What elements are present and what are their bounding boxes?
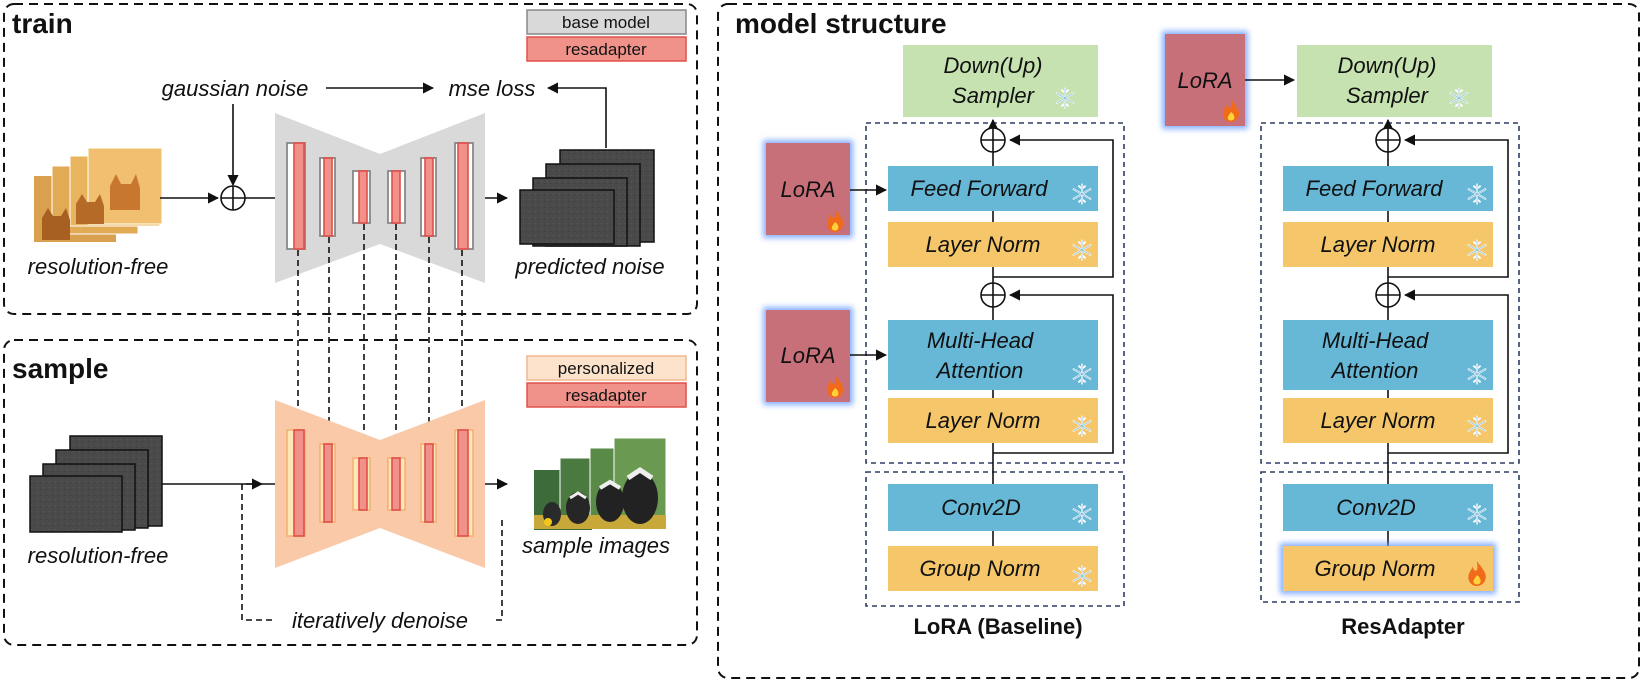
legend-base-swatch bbox=[526, 9, 687, 35]
train-title: train bbox=[12, 8, 73, 39]
layer-norm-block-4 bbox=[1283, 398, 1493, 443]
sample-input-label: resolution-free bbox=[28, 543, 169, 568]
train-panel: train base model resadapter gaussian noi… bbox=[3, 3, 698, 315]
layer-norm-label-4: Layer Norm bbox=[1321, 408, 1436, 433]
attention-block-2 bbox=[1283, 320, 1493, 390]
mse-loss-label: mse loss bbox=[449, 76, 536, 101]
unet-sample bbox=[275, 400, 485, 568]
legend-adapter-label: resadapter bbox=[565, 40, 647, 59]
lora-label-3: LoRA bbox=[1177, 68, 1232, 93]
attention-line1: Multi-Head bbox=[927, 328, 1034, 353]
down-sampler-2-line2: Sampler bbox=[1346, 83, 1430, 108]
conv2d-block bbox=[888, 484, 1098, 531]
group-norm-block-2 bbox=[1283, 546, 1493, 591]
structure-title: model structure bbox=[735, 8, 947, 39]
legend-base-label: base model bbox=[562, 13, 650, 32]
sample-output-label: sample images bbox=[522, 533, 670, 558]
plus-circle-icon bbox=[1375, 127, 1401, 153]
badger-image bbox=[534, 437, 667, 530]
attention-block bbox=[888, 320, 1098, 390]
layer-norm-block-3 bbox=[1283, 222, 1493, 267]
layer-norm-label-3: Layer Norm bbox=[1321, 232, 1436, 257]
group-norm-label-2: Group Norm bbox=[1314, 556, 1435, 581]
legend-adapter-swatch bbox=[526, 36, 687, 62]
gaussian-noise-label: gaussian noise bbox=[162, 76, 309, 101]
input-noise-stack bbox=[29, 435, 163, 533]
down-sampler-2-line1: Down(Up) bbox=[1337, 53, 1436, 78]
legend-personalized-label: personalized bbox=[558, 359, 654, 378]
down-sampler-line2: Sampler bbox=[952, 83, 1036, 108]
iterative-denoise-label: iteratively denoise bbox=[292, 608, 468, 633]
layer-norm-block bbox=[888, 222, 1098, 267]
feed-forward-label: Feed Forward bbox=[911, 176, 1049, 201]
lora-label-2: LoRA bbox=[780, 343, 835, 368]
noise-stack bbox=[519, 149, 655, 247]
group-norm-label: Group Norm bbox=[919, 556, 1040, 581]
conv2d-label-2: Conv2D bbox=[1336, 495, 1416, 520]
plus-circle-icon bbox=[980, 127, 1006, 153]
sample-title: sample bbox=[12, 353, 109, 384]
legend-adapter2-swatch bbox=[526, 382, 687, 408]
layer-norm-label-2: Layer Norm bbox=[926, 408, 1041, 433]
structure-panel: model structure Down(Up) Sampler Feed Fo… bbox=[717, 3, 1640, 679]
attention-2-line1: Multi-Head bbox=[1322, 328, 1429, 353]
lora-label: LoRA bbox=[780, 177, 835, 202]
legend-adapter2-label: resadapter bbox=[565, 386, 647, 405]
feed-forward-block bbox=[888, 166, 1098, 211]
feed-forward-block-2 bbox=[1283, 166, 1493, 211]
attention-line2: Attention bbox=[935, 358, 1024, 383]
plus-circle-icon bbox=[220, 185, 246, 211]
lora-baseline-diagram: Down(Up) Sampler Feed Forward Layer Norm bbox=[763, 45, 1125, 639]
unet-train bbox=[275, 113, 485, 283]
layer-norm-block-2 bbox=[888, 398, 1098, 443]
plus-circle-icon bbox=[980, 282, 1006, 308]
attention-2-line2: Attention bbox=[1330, 358, 1419, 383]
layer-norm-label: Layer Norm bbox=[926, 232, 1041, 257]
train-output-label: predicted noise bbox=[514, 254, 664, 279]
down-sampler-line1: Down(Up) bbox=[943, 53, 1042, 78]
plus-circle-icon bbox=[1375, 282, 1401, 308]
group-norm-block bbox=[888, 546, 1098, 591]
conv2d-block-2 bbox=[1283, 484, 1493, 531]
conv2d-label: Conv2D bbox=[941, 495, 1021, 520]
caption-lora-baseline: LoRA (Baseline) bbox=[913, 614, 1082, 639]
feed-forward-label-2: Feed Forward bbox=[1306, 176, 1444, 201]
sample-panel: sample personalized resadapter resolutio… bbox=[3, 339, 698, 646]
resadapter-diagram: LoRA Down(Up) Sampler Feed Forward Layer… bbox=[1162, 31, 1520, 639]
train-input-label: resolution-free bbox=[28, 254, 169, 279]
cat-image bbox=[34, 147, 163, 242]
caption-resadapter: ResAdapter bbox=[1341, 614, 1465, 639]
legend-personalized-swatch bbox=[526, 355, 687, 381]
